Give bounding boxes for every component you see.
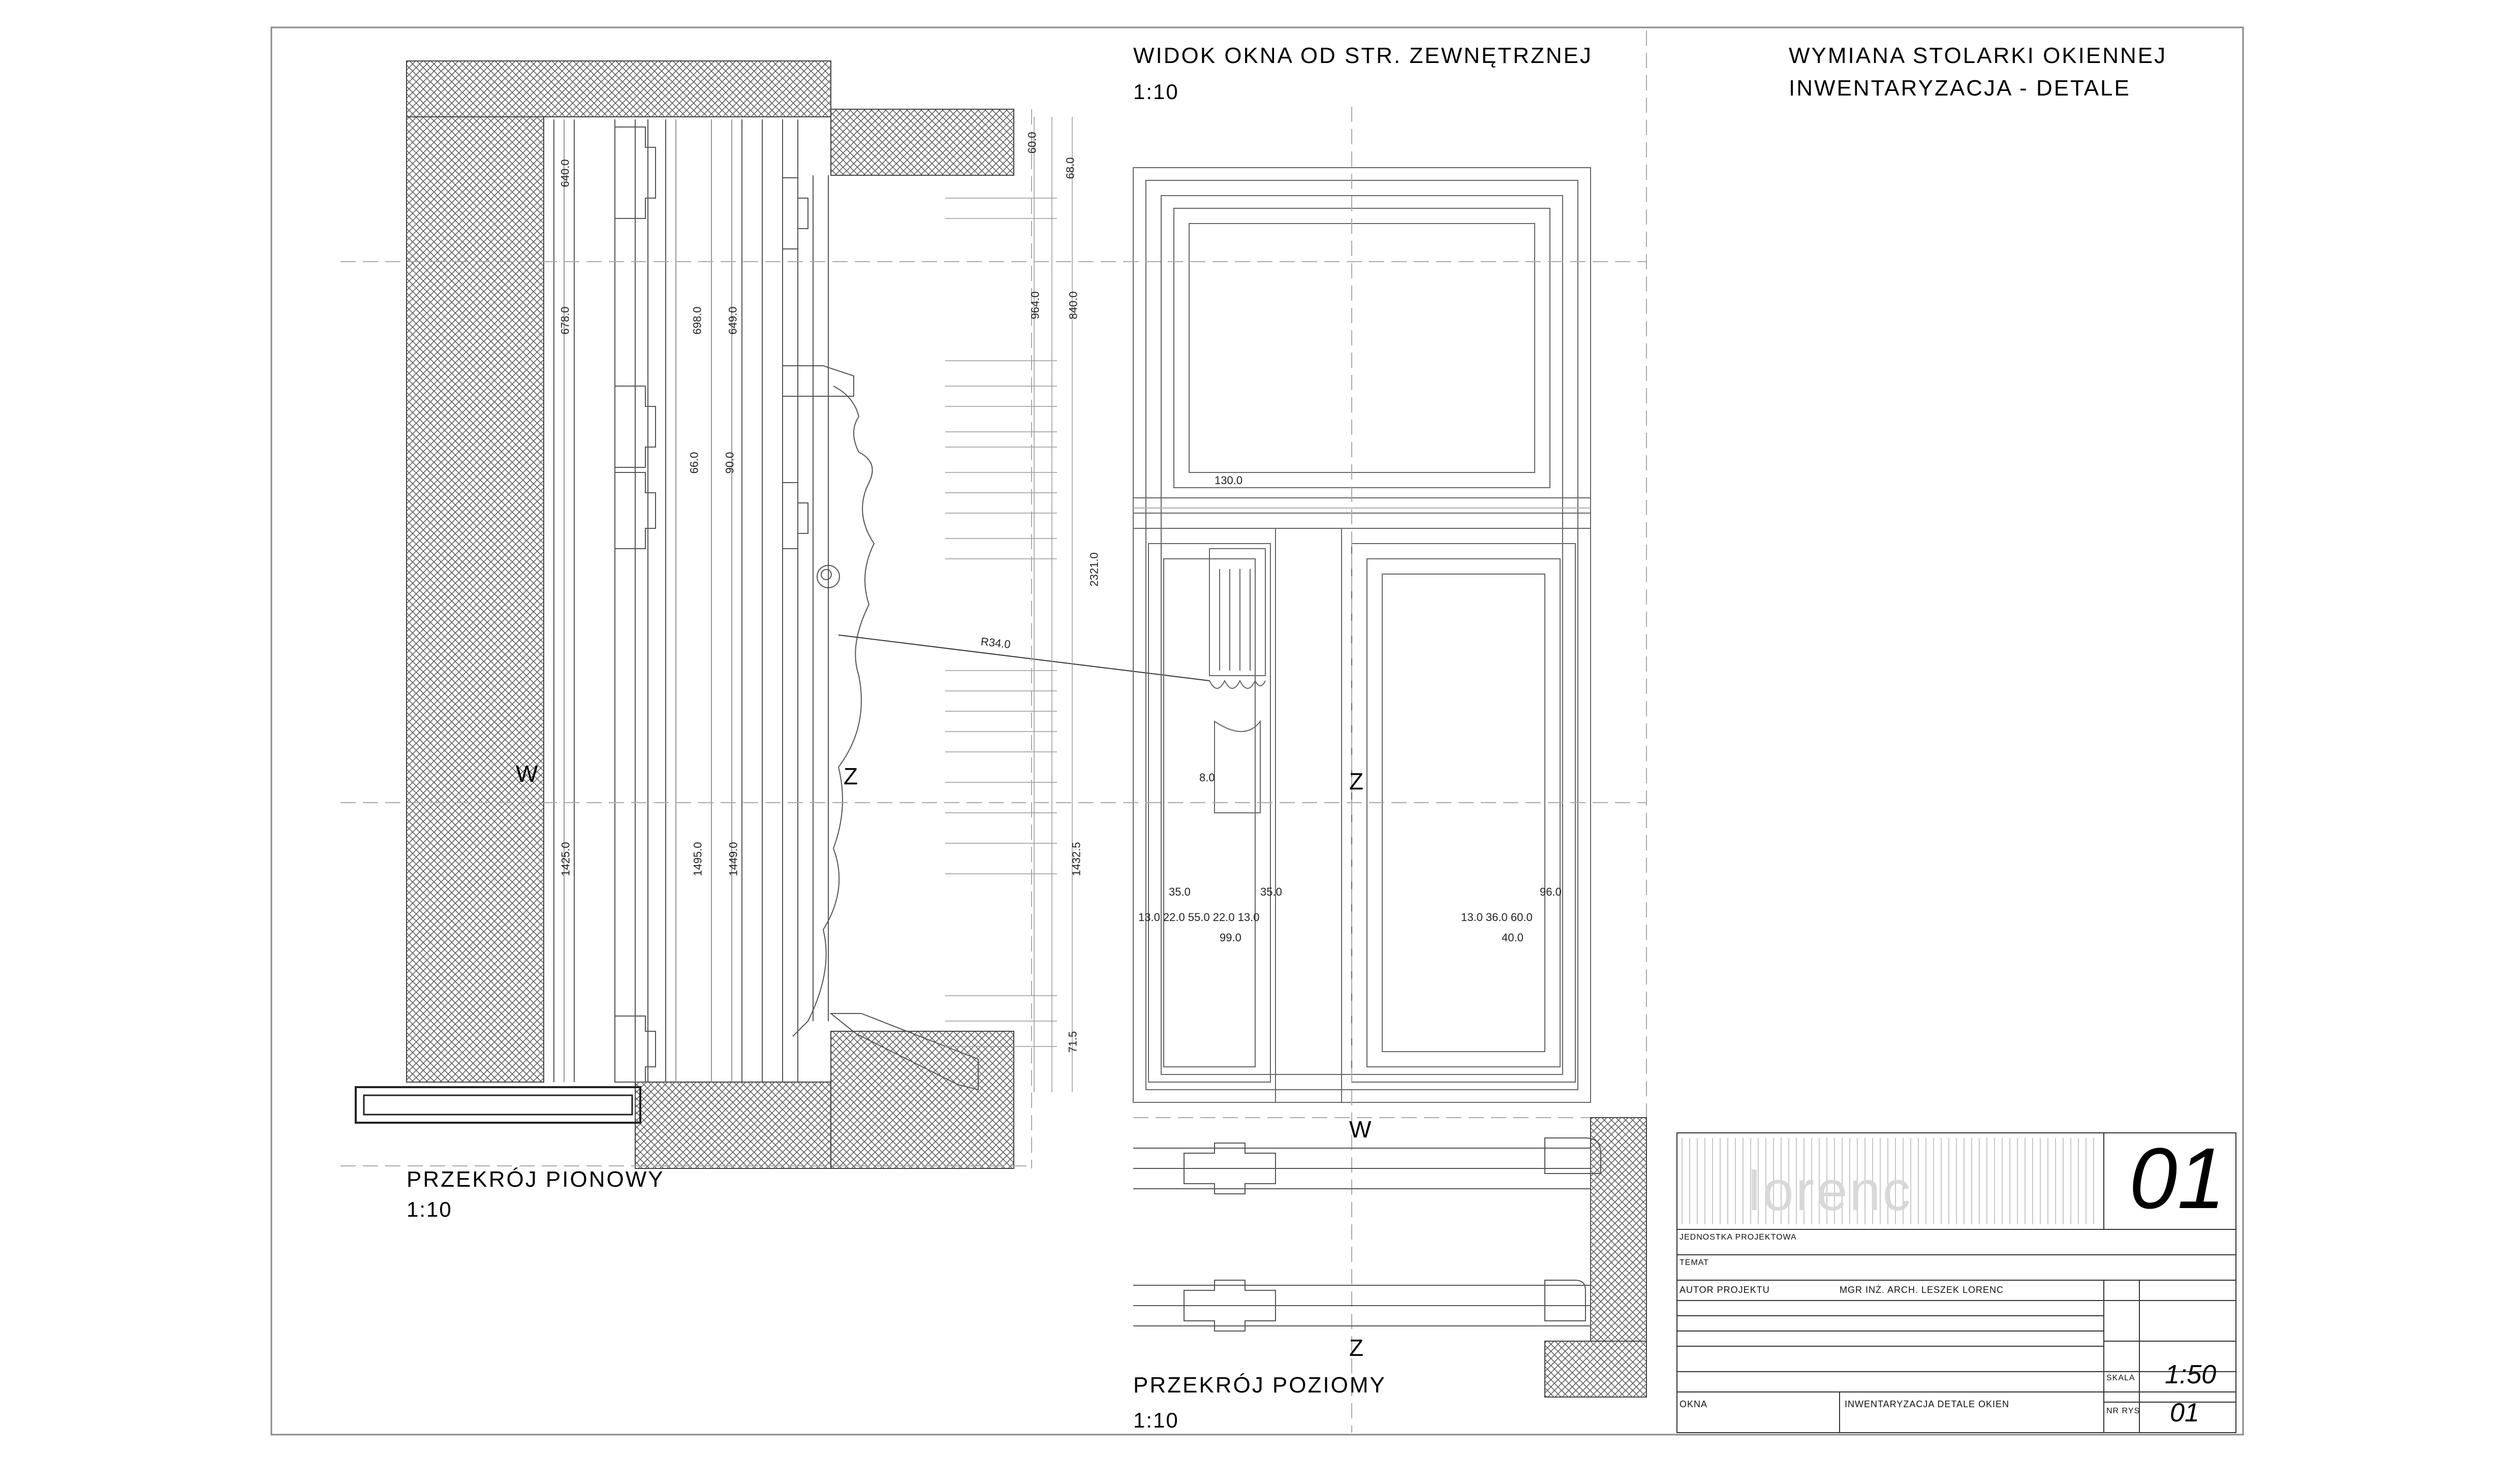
scale-value: 1:50: [2165, 1360, 2217, 1389]
dim-71-5: 71.5: [1066, 1031, 1079, 1053]
horizontal-section-title: PRZEKRÓJ POZIOMY: [1133, 1373, 1386, 1398]
dim-35a: 35.0: [1169, 885, 1191, 898]
dim-698: 698.0: [691, 306, 704, 335]
vertical-section-dim-lines: [945, 117, 1073, 1092]
dim-640: 640.0: [558, 159, 572, 187]
dim-660: 66.0: [688, 452, 701, 474]
author-label: AUTOR PROJEKTU: [1679, 1285, 1770, 1295]
dim-1425: 1425.0: [559, 842, 572, 876]
dim-678: 678.0: [558, 306, 572, 335]
axis-label-w-bottom: W: [1349, 1116, 1372, 1143]
elevation-title: WIDOK OKNA OD STR. ZEWNĘTRZNEJ: [1133, 43, 1593, 68]
vertical-section-drawing: [355, 60, 1210, 1169]
dim-35b: 35.0: [1260, 885, 1282, 898]
dim-130: 130.0: [1215, 474, 1243, 487]
logo-text: lorenc: [1748, 1160, 1913, 1222]
dim-840: 840.0: [1067, 291, 1080, 320]
dim-964: 964.0: [1029, 291, 1042, 320]
dim-96: 96.0: [1540, 885, 1562, 898]
logo-hatching: [1682, 1138, 2094, 1224]
axis-label-z-bottom: Z: [1349, 1335, 1364, 1361]
dim-8: 8.0: [1199, 771, 1215, 784]
elevation-scale: 1:10: [1133, 80, 1179, 104]
project-title-line1: WYMIANA STOLARKI OKIENNEJ: [1789, 43, 2167, 68]
author-name: MGR INŻ. ARCH. LESZEK LORENC: [1840, 1285, 2004, 1295]
sheet-label: NR RYS: [2106, 1407, 2140, 1415]
elevation-drawing: [1133, 167, 1591, 1103]
drawing-label: OKNA: [1679, 1399, 1708, 1409]
dim-600: 60.0: [1025, 132, 1039, 154]
dim-1495: 1495.0: [691, 842, 704, 876]
axis-label-z-left: Z: [844, 763, 858, 789]
dim-chain-right: 13.0 36.0 60.0: [1461, 911, 1533, 924]
scale-label: SKALA: [2106, 1374, 2135, 1382]
dim-99: 99.0: [1220, 931, 1241, 944]
unit-label: JEDNOSTKA PROJEKTOWA: [1679, 1233, 1797, 1242]
dim-1432-5: 1432.5: [1070, 842, 1083, 876]
project-title-line2: INWENTARYZACJA - DETALE: [1789, 76, 2131, 101]
vertical-section-scale: 1:10: [407, 1197, 452, 1221]
dim-900: 90.0: [723, 452, 736, 474]
dim-40: 40.0: [1502, 931, 1523, 944]
dim-r34: R34.0: [980, 635, 1011, 651]
title-block-frame: [1676, 1132, 2236, 1433]
dim-649: 649.0: [726, 306, 739, 335]
horizontal-section-drawing: [1133, 1117, 1647, 1398]
horizontal-section-scale: 1:10: [1133, 1408, 1179, 1432]
dim-chain-left: 13.0 22.0 55.0 22.0 13.0: [1138, 911, 1260, 924]
dim-1449: 1449.0: [727, 842, 740, 876]
subject-label: TEMAT: [1679, 1258, 1709, 1267]
dim-2321: 2321.0: [1087, 552, 1101, 587]
sheet-number-large: 01: [2129, 1130, 2226, 1227]
axis-label-w-left: W: [516, 760, 538, 787]
sheet-value: 01: [2170, 1398, 2199, 1428]
sheet-border: [270, 26, 2244, 1436]
drawing-name: INWENTARYZACJA DETALE OKIEN: [1845, 1399, 2010, 1409]
vertical-section-title: PRZEKRÓJ PIONOWY: [407, 1167, 665, 1192]
construction-lines: [340, 30, 1647, 1433]
dim-680: 68.0: [1064, 157, 1077, 179]
axis-label-z-center: Z: [1349, 768, 1364, 795]
